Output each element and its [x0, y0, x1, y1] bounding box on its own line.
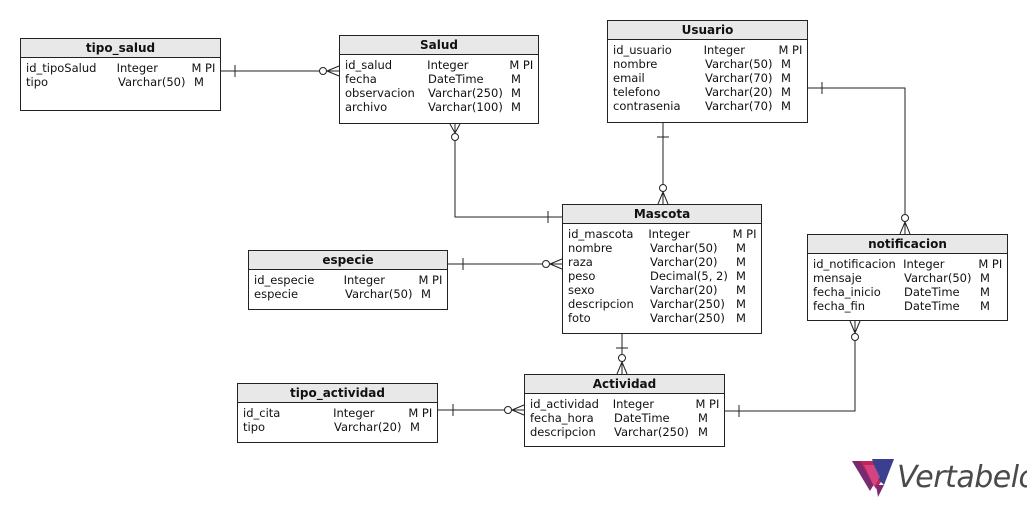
table-title: notificacion	[808, 235, 1007, 254]
table-row: id_tipoSalud Integer M PI	[26, 61, 215, 75]
table-row: sexo Varchar(20) M	[568, 283, 746, 297]
table-row: fecha_fin DateTime M	[813, 299, 990, 313]
table-row: telefono Varchar(20) M	[613, 85, 791, 99]
table-row: descripcion Varchar(250) M	[530, 425, 708, 439]
table-title: Actividad	[525, 375, 724, 394]
table-row: tipo Varchar(50) M	[26, 75, 204, 89]
table-row: id_salud Integer M PI	[345, 58, 534, 72]
table-row: fecha DateTime M	[345, 72, 521, 86]
rel-salud-mascota	[454, 124, 562, 218]
table-usuario[interactable]: Usuario id_usuario Integer M PI nombre V…	[607, 20, 808, 123]
table-actividad[interactable]: Actividad id_actividad Integer M PI fech…	[524, 374, 725, 447]
table-row: tipo Varchar(20) M	[243, 420, 420, 434]
table-row: foto Varchar(250) M	[568, 311, 746, 325]
table-row: id_actividad Integer M PI	[530, 397, 720, 411]
table-tipo-actividad[interactable]: tipo_actividad id_cita Integer M PI tipo…	[237, 383, 438, 443]
brand-name: Vertabelo	[897, 460, 1027, 495]
table-title: tipo_salud	[21, 39, 220, 58]
table-row: fecha_hora DateTime M	[530, 411, 708, 425]
table-notificacion[interactable]: notificacion id_notificacion Integer M P…	[807, 234, 1008, 321]
table-especie[interactable]: especie id_especie Integer M PI especie …	[248, 250, 448, 310]
table-row: peso Decimal(5, 2) M	[568, 269, 746, 283]
table-title: Usuario	[608, 21, 807, 40]
table-row: id_mascota Integer M PI	[568, 227, 756, 241]
table-row: mensaje Varchar(50) M	[813, 271, 990, 285]
table-tipo-salud[interactable]: tipo_salud id_tipoSalud Integer M PI tip…	[20, 38, 221, 111]
table-row: observacion Varchar(250) M	[345, 86, 521, 100]
table-row: id_usuario Integer M PI	[613, 43, 802, 57]
table-row: id_notificacion Integer M PI	[813, 257, 1002, 271]
rel-usuario-notificacion	[808, 87, 906, 234]
table-row: nombre Varchar(50) M	[568, 241, 746, 255]
table-row: id_especie Integer M PI	[254, 273, 442, 287]
table-row: raza Varchar(20) M	[568, 255, 746, 269]
rel-notificacion-actividad	[725, 321, 856, 412]
table-row: descripcion Varchar(250) M	[568, 297, 746, 311]
table-mascota[interactable]: Mascota id_mascota Integer M PI nombre V…	[562, 204, 762, 334]
vertabelo-logo-icon	[852, 459, 894, 497]
table-row: email Varchar(70) M	[613, 71, 791, 85]
table-title: Mascota	[563, 205, 761, 224]
table-row: contrasenia Varchar(70) M	[613, 99, 791, 113]
table-row: nombre Varchar(50) M	[613, 57, 791, 71]
table-row: id_cita Integer M PI	[243, 406, 432, 420]
table-salud[interactable]: Salud id_salud Integer M PI fecha DateTi…	[339, 35, 539, 124]
table-row: archivo Varchar(100) M	[345, 100, 521, 114]
table-row: especie Varchar(50) M	[254, 287, 431, 301]
table-title: Salud	[340, 36, 538, 55]
table-row: fecha_inicio DateTime M	[813, 285, 990, 299]
table-title: tipo_actividad	[238, 384, 437, 403]
table-title: especie	[249, 251, 447, 270]
